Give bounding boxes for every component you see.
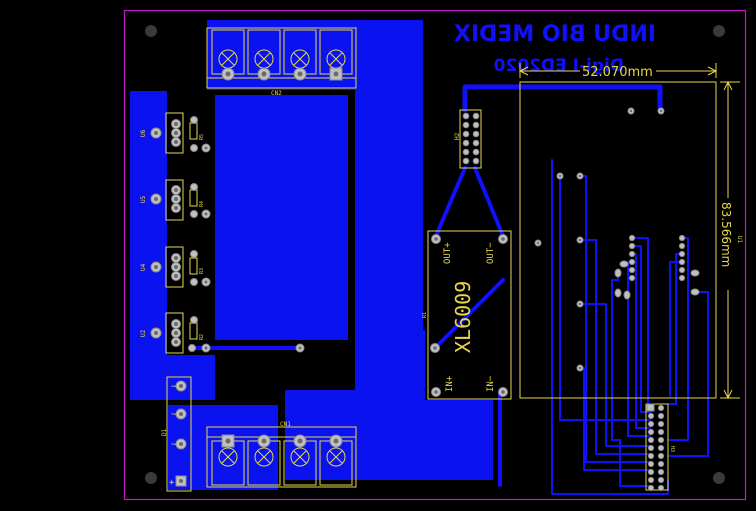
copper-pours [130,20,493,490]
u1-label: U1 [736,236,743,244]
power-traces [190,84,663,487]
d1-minus-mark: − [171,382,177,392]
mounting-hole-br [713,472,725,484]
mounting-hole-tl [145,25,157,37]
cn2-terminal-block: CN2 [206,27,357,97]
r3-label: R3 [199,268,205,274]
cn1-terminal-block: CN1 [206,421,357,488]
r4-label: R4 [199,201,205,207]
xl6009-in-plus: IN+ [445,375,455,392]
mounting-hole-bl [145,472,157,484]
xl6009-in-minus: IN− [486,375,496,392]
u1-footprint: U1 52.070mm 83.566mm [518,63,743,400]
cn1-label: CN1 [280,421,291,428]
width-dimension: 52.070mm [582,65,653,80]
mounting-hole-tr [713,25,725,37]
signal-traces [551,159,709,495]
u6-label: U6 [140,129,147,137]
xl6009-name: XL6009 [451,281,475,353]
h2-label: H2 [454,132,461,140]
xl6009-out-plus: OUT+ [443,242,453,264]
xl6009-module: OUT+ OUT− IN+ IN− XL6009 R1 [422,230,542,400]
bridge-rectifier-d1: − ~ ~ + D1 [161,376,192,492]
r1-label: R1 [422,312,428,318]
xl6009-out-minus: OUT− [486,242,496,264]
header-h3: H3 [645,403,675,492]
d1-ac2-mark: ~ [171,440,177,450]
height-dimension: 83.566mm [719,202,733,267]
u2-label: U2 [140,329,147,337]
board-outline [123,9,747,501]
d1-ac1-mark: ~ [171,410,177,420]
regulator-u6: U6 R5 [140,112,211,154]
u5-label: U5 [140,195,147,203]
header-h2: H2 [454,109,482,169]
h3-label: H3 [669,446,675,452]
r2-label: R2 [199,334,205,340]
d1-label: D1 [161,428,168,436]
r5-label: R5 [199,134,205,140]
board-title: INDU BIO MEDIX [454,22,656,47]
regulator-u5: U5 R4 [140,179,211,221]
regulator-u4: U4 R3 [140,246,211,288]
cn2-label: CN2 [271,90,282,97]
d1-plus-mark: + [169,478,175,488]
regulator-u2: U2 R2 [140,312,305,354]
u4-label: U4 [140,263,147,271]
